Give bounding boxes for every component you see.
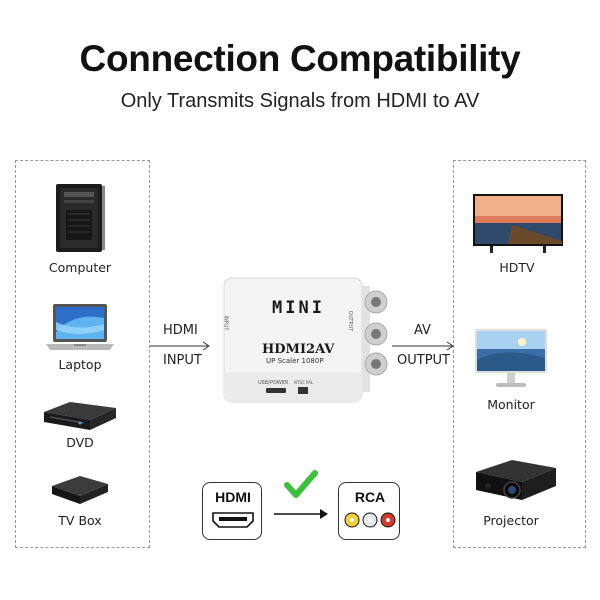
- rca-chip: RCA: [338, 482, 400, 540]
- source-label-laptop: Laptop: [58, 357, 102, 372]
- output-label-monitor: Monitor: [487, 397, 535, 412]
- output-label-av: AV: [414, 323, 431, 338]
- rca-ports: [364, 290, 388, 376]
- output-label-output: OUTPUT: [397, 353, 450, 368]
- hdmi-connector-icon: [212, 512, 254, 528]
- converter-input-port-label: INPUT: [222, 315, 229, 331]
- converter-model: HDMI2AV: [262, 342, 335, 357]
- hdmi-to-rca-arrow: [274, 509, 328, 519]
- dvd-player-icon: [40, 398, 120, 434]
- projector-icon: [472, 456, 558, 506]
- rca-connector-icon: [344, 512, 396, 528]
- monitor-icon: [474, 328, 548, 390]
- input-label-hdmi: HDMI: [163, 323, 198, 338]
- source-devices-panel: [15, 160, 150, 548]
- converter-usb-port-label: USB/POWER: [258, 380, 289, 386]
- source-label-dvd: DVD: [66, 435, 94, 450]
- hdtv-icon: [472, 193, 564, 255]
- converter-mode-switch-label: NTSC PAL: [294, 380, 314, 385]
- computer-tower-icon: [54, 182, 106, 254]
- laptop-icon: [44, 302, 116, 354]
- page-title: Connection Compatibility: [79, 38, 521, 79]
- source-label-computer: Computer: [48, 260, 112, 275]
- input-label-input: INPUT: [163, 353, 202, 368]
- source-label-tv-box: TV Box: [58, 513, 102, 528]
- checkmark-icon: [284, 470, 318, 498]
- output-label-projector: Projector: [483, 513, 539, 528]
- converter-output-port-label: OUTPUT: [347, 310, 354, 332]
- input-arrow: [150, 341, 210, 351]
- output-label-hdtv: HDTV: [499, 260, 535, 275]
- converter-tagline: UP Scaler 1080P: [266, 357, 324, 365]
- tv-box-icon: [50, 474, 110, 506]
- output-arrow: [392, 341, 454, 351]
- converter-brand: MINI: [272, 298, 325, 318]
- output-devices-panel: [453, 160, 586, 548]
- rca-chip-label: RCA: [354, 489, 386, 505]
- hdmi-chip-label: HDMI: [215, 489, 251, 505]
- hdmi2av-converter: MINI HDMI2AV UP Scaler 1080P INPUT OUTPU…: [220, 276, 390, 408]
- hdmi-chip: HDMI: [202, 482, 262, 540]
- page-subtitle: Only Transmits Signals from HDMI to AV: [120, 90, 480, 112]
